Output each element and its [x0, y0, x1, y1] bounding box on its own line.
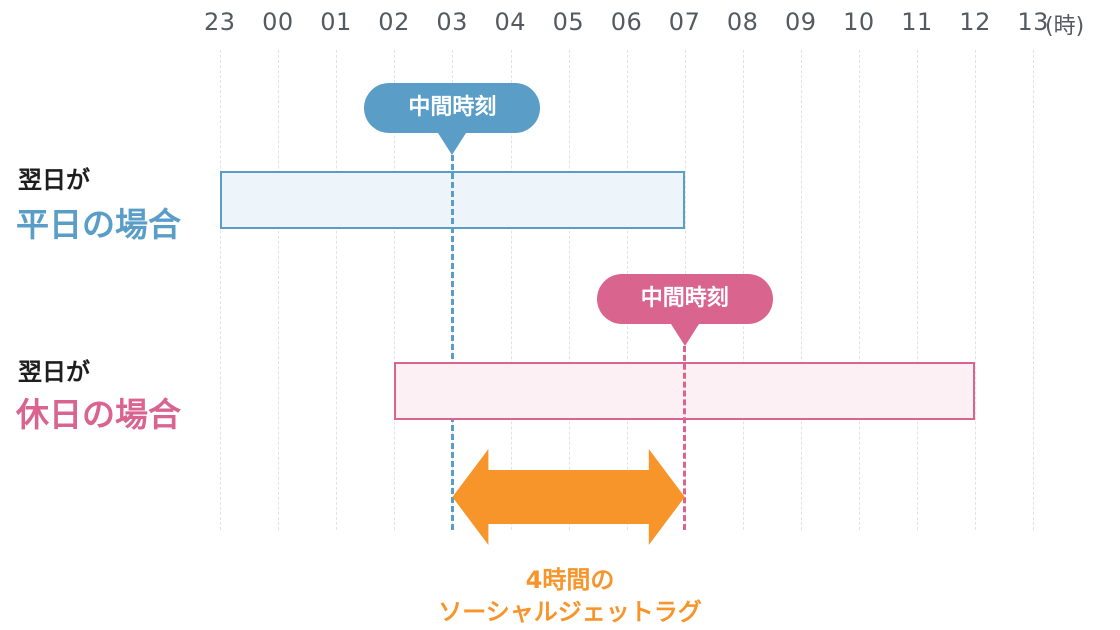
weekday-midpoint-pill: 中間時刻 — [364, 83, 541, 133]
hour-gridline — [568, 50, 570, 530]
hour-tick-label: 10 — [843, 8, 875, 36]
row-holiday-label-line1: 翌日が — [18, 358, 90, 386]
hour-tick-label: 05 — [552, 8, 585, 36]
hour-tick-label: 02 — [378, 8, 410, 36]
hour-gridline — [917, 50, 919, 530]
row-weekday-label-line1: 翌日が — [18, 166, 90, 194]
hour-gridline — [510, 50, 512, 530]
holiday-midpoint-line — [683, 346, 687, 530]
hour-tick-label: 07 — [668, 8, 701, 36]
holiday-midpoint-pill: 中間時刻 — [596, 274, 773, 324]
row-weekday-label-line2: 平日の場合 — [16, 205, 181, 244]
hour-tick-label: 00 — [262, 8, 294, 36]
hour-tick-label: 08 — [726, 8, 759, 36]
row-holiday-label-line2: 休日の場合 — [16, 395, 181, 434]
hour-gridline — [859, 50, 861, 530]
hour-gridline — [336, 50, 338, 530]
double-arrow-shape — [452, 449, 685, 545]
hour-tick-label: 23 — [204, 8, 236, 36]
hour-tick-label: 12 — [959, 8, 991, 36]
hour-gridline — [975, 50, 977, 530]
hour-tick-label: 13 — [1017, 8, 1049, 36]
social-jetlag-label-line1: 4時間の — [525, 566, 615, 594]
hour-gridline — [394, 50, 396, 530]
holiday-midpoint-arrow-icon — [670, 324, 699, 346]
hour-tick-label: 01 — [320, 8, 352, 36]
hour-tick-label: 09 — [785, 8, 817, 36]
social-jetlag-label-line2: ソーシャルジェットラグ — [438, 598, 702, 626]
hour-tick-label: 06 — [610, 8, 643, 36]
hour-tick-label: 11 — [901, 8, 933, 36]
hour-gridline — [278, 50, 280, 530]
hour-tick-label: 03 — [436, 8, 468, 36]
hour-tick-label: 04 — [494, 8, 527, 36]
hour-gridline — [801, 50, 802, 530]
hour-gridline — [1033, 50, 1035, 530]
weekday-midpoint-line — [450, 155, 454, 530]
hour-unit-label: (時) — [1045, 14, 1085, 39]
hour-gridline — [220, 50, 221, 530]
weekday-midpoint-arrow-icon — [438, 133, 467, 155]
